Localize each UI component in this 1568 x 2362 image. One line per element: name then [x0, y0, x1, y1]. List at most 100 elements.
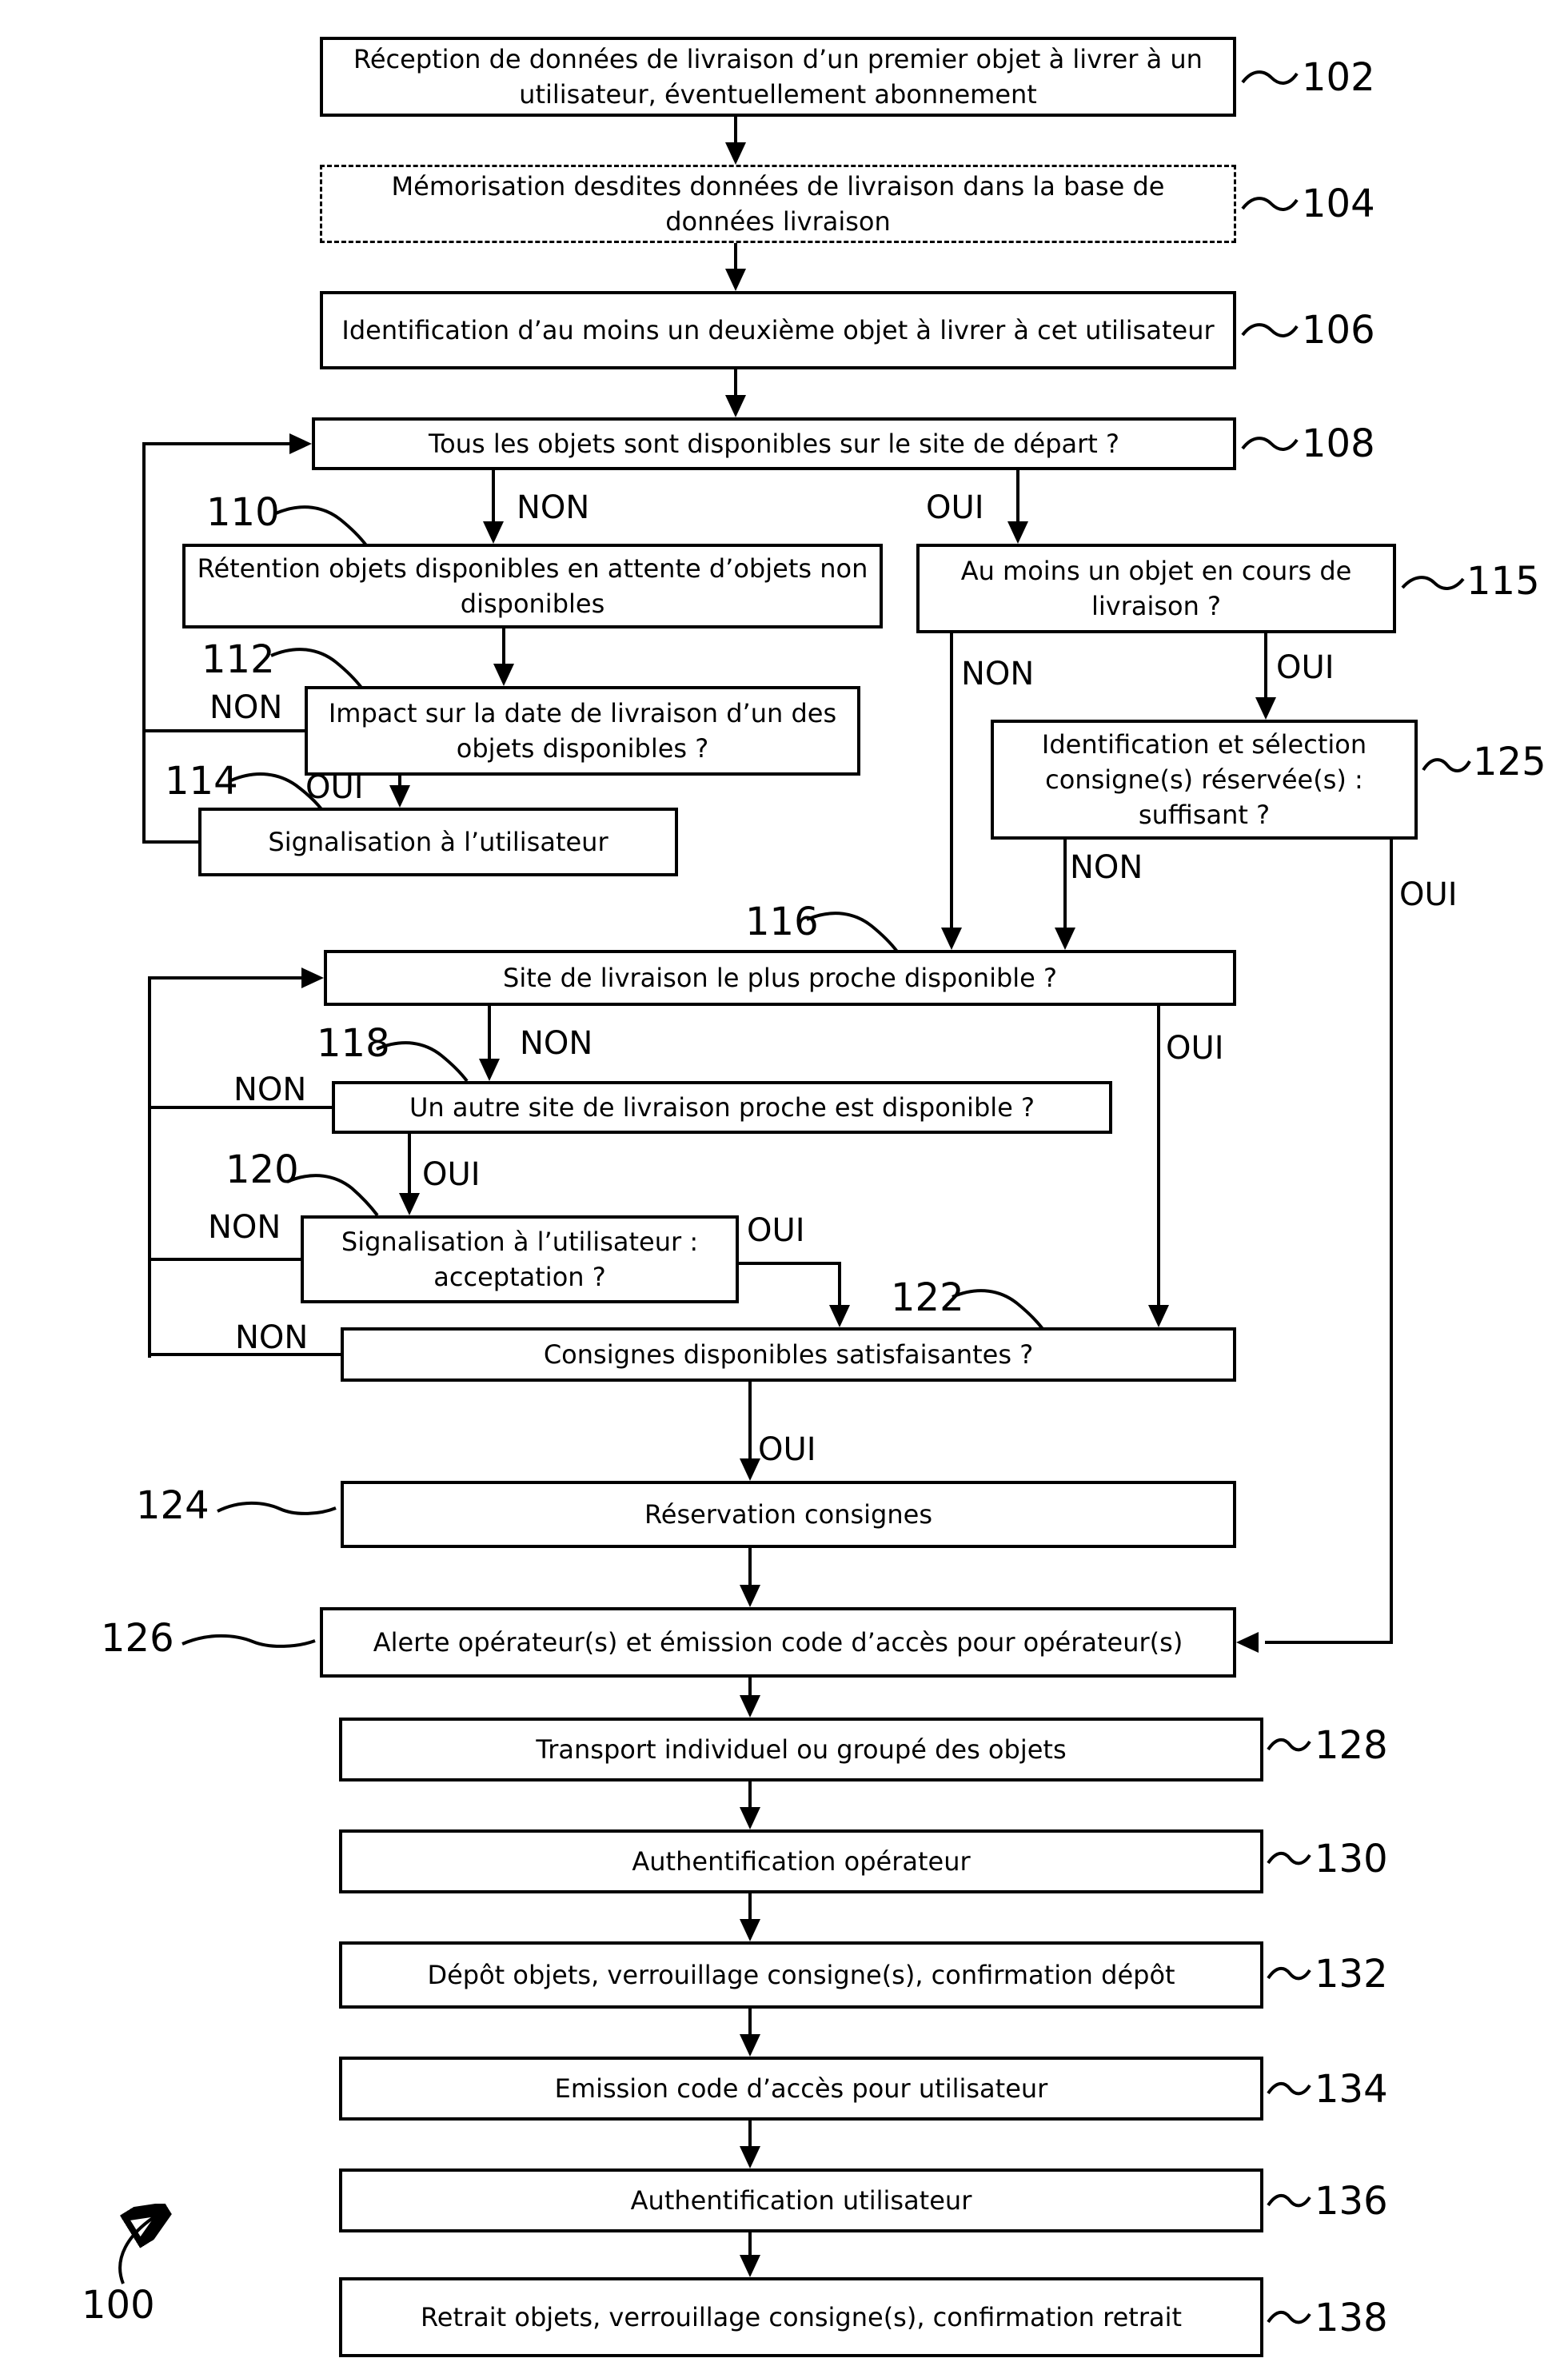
connector-line: [150, 1258, 304, 1261]
flow-box-122-text: Consignes disponibles satisfaisantes ?: [543, 1339, 1034, 1370]
arrowhead-down: [1007, 521, 1028, 544]
connector-line: [144, 729, 306, 732]
flow-box-136-text: Authentification utilisateur: [630, 2185, 972, 2216]
ref-115: 115: [1466, 559, 1540, 604]
connector-line: [748, 1781, 752, 1810]
edge-label-non-115: NON: [961, 656, 1035, 692]
connector-line: [748, 1678, 752, 1698]
arrowhead-down: [829, 1305, 850, 1327]
ref-116: 116: [745, 900, 819, 944]
edge-label-non-125: NON: [1070, 849, 1143, 886]
edge-label-oui-116: OUI: [1166, 1030, 1224, 1067]
flow-box-138: Retrait objets, verrouillage consigne(s)…: [339, 2277, 1263, 2357]
arrowhead-down: [941, 928, 962, 950]
connector-line: [144, 442, 291, 445]
flow-box-110-text: Rétention objets disponibles en attente …: [197, 553, 868, 619]
connector-line: [150, 1353, 342, 1356]
arrowhead-down: [725, 142, 746, 165]
ref-leader: [182, 1634, 316, 1648]
flow-box-110: Rétention objets disponibles en attente …: [182, 544, 883, 628]
arrowhead-down: [740, 2146, 760, 2168]
ref-leader: [230, 772, 323, 811]
ref-125: 125: [1473, 740, 1546, 784]
connector-line: [502, 628, 505, 667]
flow-box-108: Tous les objets sont disponibles sur le …: [312, 417, 1236, 470]
flow-box-125-text: Identification et sélection consigne(s) …: [1041, 729, 1367, 830]
ref-leader: [1401, 576, 1465, 590]
ref-114: 114: [165, 759, 238, 804]
figure-number-arrow: [118, 2204, 208, 2284]
ref-126: 126: [101, 1616, 174, 1661]
flow-box-106: Identification d’au moins un deuxième ob…: [320, 291, 1236, 369]
flow-box-125: Identification et sélection consigne(s) …: [991, 720, 1418, 840]
ref-leader: [1267, 1738, 1311, 1752]
ref-leader: [806, 912, 899, 953]
flow-box-128: Transport individuel ou groupé des objet…: [339, 1718, 1263, 1781]
ref-leader: [376, 1041, 469, 1083]
ref-122: 122: [891, 1275, 964, 1320]
ref-134: 134: [1315, 2067, 1388, 2112]
flow-box-102-text: Réception de données de livraison d’un p…: [353, 44, 1203, 110]
flow-box-104-text: Mémorisation desdites données de livrais…: [391, 171, 1165, 237]
ref-132: 132: [1315, 1952, 1388, 1997]
ref-102: 102: [1302, 55, 1375, 100]
flow-box-128-text: Transport individuel ou groupé des objet…: [536, 1734, 1067, 1765]
flow-box-138-text: Retrait objets, verrouillage consigne(s)…: [420, 2302, 1183, 2332]
flow-box-115: Au moins un objet en cours de livraison …: [916, 544, 1396, 633]
edge-label-oui-118: OUI: [422, 1156, 481, 1193]
ref-leader: [1241, 70, 1299, 85]
arrowhead-down: [725, 395, 746, 417]
connector-line: [748, 2121, 752, 2149]
flow-box-120: Signalisation à l’utilisateur : acceptat…: [301, 1215, 739, 1303]
edge-label-oui-125: OUI: [1399, 876, 1458, 913]
connector-line: [950, 633, 953, 931]
arrowhead-down: [399, 1193, 420, 1215]
connector-line: [1157, 1006, 1160, 1308]
edge-label-oui-120: OUI: [747, 1212, 805, 1249]
arrowhead-down: [740, 1919, 760, 1941]
ref-leader: [1422, 758, 1471, 772]
ref-106: 106: [1302, 308, 1375, 353]
connector-line: [748, 2009, 752, 2037]
flow-box-102: Réception de données de livraison d’un p…: [320, 37, 1236, 117]
flow-box-104: Mémorisation desdites données de livrais…: [320, 165, 1236, 243]
flow-box-116: Site de livraison le plus proche disponi…: [324, 950, 1236, 1006]
flow-box-114: Signalisation à l’utilisateur: [198, 808, 678, 876]
connector-line: [748, 1382, 752, 1462]
connector-line: [150, 1106, 333, 1109]
edge-label-non-112: NON: [209, 689, 283, 726]
ref-138: 138: [1315, 2296, 1388, 2340]
flow-box-118: Un autre site de livraison proche est di…: [332, 1081, 1112, 1134]
edge-label-non-120: NON: [208, 1209, 281, 1246]
edge-label-oui-115: OUI: [1276, 649, 1335, 686]
arrowhead-down: [740, 1695, 760, 1718]
flow-box-134: Emission code d’accès pour utilisateur: [339, 2057, 1263, 2121]
connector-line: [1063, 840, 1067, 931]
arrowhead-left: [1236, 1632, 1259, 1653]
connector-line: [150, 976, 301, 980]
flow-box-126-text: Alerte opérateur(s) et émission code d’a…: [373, 1627, 1183, 1658]
ref-136: 136: [1315, 2179, 1388, 2224]
arrowhead-down: [1148, 1305, 1169, 1327]
arrowhead-down: [389, 785, 410, 808]
flow-box-132: Dépôt objets, verrouillage consigne(s), …: [339, 1941, 1263, 2009]
arrowhead-down: [740, 2034, 760, 2057]
ref-leader: [1267, 1966, 1311, 1981]
flow-box-132-text: Dépôt objets, verrouillage consigne(s), …: [427, 1960, 1175, 1990]
edge-label-oui-108: OUI: [926, 489, 984, 526]
connector-line: [734, 369, 737, 397]
connector-line: [838, 1263, 841, 1308]
connector-line: [748, 2232, 752, 2258]
arrowhead-down: [1055, 928, 1075, 950]
ref-leader: [1241, 197, 1299, 211]
connector-line: [734, 243, 737, 270]
flow-box-134-text: Emission code d’accès pour utilisateur: [554, 2073, 1048, 2104]
ref-120: 120: [225, 1147, 299, 1192]
ref-leader: [1241, 437, 1299, 451]
edge-label-oui-122: OUI: [758, 1431, 816, 1468]
connector-line: [398, 776, 401, 788]
arrowhead-down: [740, 1807, 760, 1829]
ref-leader: [1241, 323, 1299, 337]
flow-box-118-text: Un autre site de livraison proche est di…: [409, 1092, 1035, 1123]
